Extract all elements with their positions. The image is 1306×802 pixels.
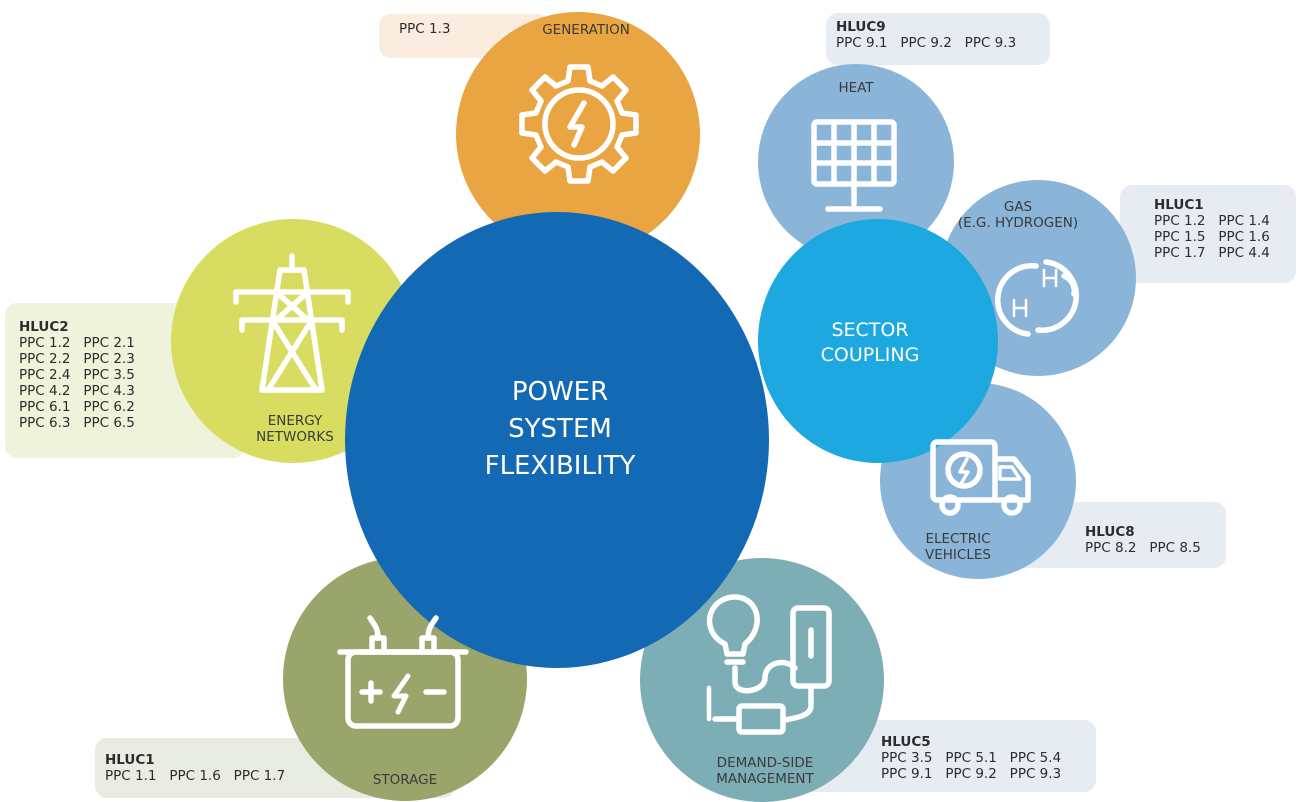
heat-hluc-heading: HLUC9	[836, 19, 886, 35]
sector-coupling-line: SECTOR	[831, 319, 909, 341]
dsm-ppc-row: PPC 9.1 PPC 9.2 PPC 9.3	[881, 766, 1062, 782]
networks-ppc-row: PPC 2.2 PPC 2.3	[19, 351, 135, 367]
center-circle	[345, 212, 769, 668]
electric-truck-icon	[930, 439, 1031, 516]
storage-label: STORAGE	[372, 772, 438, 788]
heat-hluc-box: HLUC9 PPC 9.1 PPC 9.2 PPC 9.3	[826, 13, 1050, 65]
gas-ppc-row: PPC 1.2 PPC 1.4	[1154, 213, 1270, 229]
gas-label-line: GAS	[1003, 199, 1033, 215]
battery-icon	[337, 615, 469, 729]
networks-ppc-row: PPC 6.1 PPC 6.2	[19, 399, 135, 415]
gear-lightning-icon	[519, 64, 639, 184]
bulb-plug-icon	[706, 594, 832, 735]
sector-coupling-circle	[758, 219, 998, 463]
ev-hluc-heading: HLUC8	[1085, 524, 1135, 540]
gas-hluc-heading: HLUC1	[1154, 197, 1204, 213]
networks-ppc-row: PPC 4.2 PPC 4.3	[19, 383, 135, 399]
dsm-hluc-heading: HLUC5	[881, 734, 931, 750]
networks-ppc-row: PPC 6.3 PPC 6.5	[19, 415, 135, 431]
heat-ppc-row: PPC 9.1 PPC 9.2 PPC 9.3	[836, 35, 1017, 51]
gas-ppc-row: PPC 1.7 PPC 4.4	[1154, 245, 1270, 261]
networks-hluc-heading: HLUC2	[19, 319, 69, 335]
sector-coupling-label: SECTOR COUPLING	[800, 318, 940, 368]
generation-label: GENERATION	[542, 22, 630, 38]
generation-ppc: PPC 1.3	[399, 21, 451, 37]
dsm-label-line: MANAGEMENT	[716, 771, 814, 787]
center-title: POWER SYSTEM FLEXIBILITY	[430, 374, 690, 485]
gas-ppc-row: PPC 1.5 PPC 1.6	[1154, 229, 1270, 245]
storage-hluc-heading: HLUC1	[105, 752, 155, 768]
transmission-tower-icon	[233, 253, 351, 393]
dsm-ppc-row: PPC 3.5 PPC 5.1 PPC 5.4	[881, 750, 1062, 766]
networks-ppc-row: PPC 1.2 PPC 2.1	[19, 335, 135, 351]
ev-label-line: ELECTRIC	[925, 531, 991, 547]
center-title-line: SYSTEM	[508, 414, 612, 444]
ev-label-line: VEHICLES	[925, 547, 991, 563]
networks-label-line: NETWORKS	[256, 429, 334, 445]
networks-ppc-row: PPC 2.4 PPC 3.5	[19, 367, 135, 383]
networks-label: ENERGY NETWORKS	[240, 413, 350, 445]
gas-label: GAS (E.G. HYDROGEN)	[938, 199, 1098, 231]
heat-label: HEAT	[838, 80, 874, 96]
center-title-line: POWER	[511, 377, 609, 407]
gas-label-line: (E.G. HYDROGEN)	[957, 215, 1079, 231]
ev-ppc-row: PPC 8.2 PPC 8.5	[1085, 540, 1201, 556]
dsm-label-line: DEMAND-SIDE	[716, 755, 814, 771]
heat-panel-icon	[811, 119, 897, 212]
gas-hluc-box: HLUC1 PPC 1.2 PPC 1.4 PPC 1.5 PPC 1.6 PP…	[1120, 185, 1296, 283]
hydrogen-icon	[995, 259, 1079, 337]
networks-label-line: ENERGY	[267, 413, 323, 429]
storage-ppc-row: PPC 1.1 PPC 1.6 PPC 1.7	[105, 768, 286, 784]
sector-coupling-line: COUPLING	[820, 344, 920, 366]
ev-label: ELECTRIC VEHICLES	[908, 531, 1008, 563]
center-title-line: FLEXIBILITY	[484, 451, 636, 481]
dsm-label: DEMAND-SIDE MANAGEMENT	[685, 755, 845, 787]
